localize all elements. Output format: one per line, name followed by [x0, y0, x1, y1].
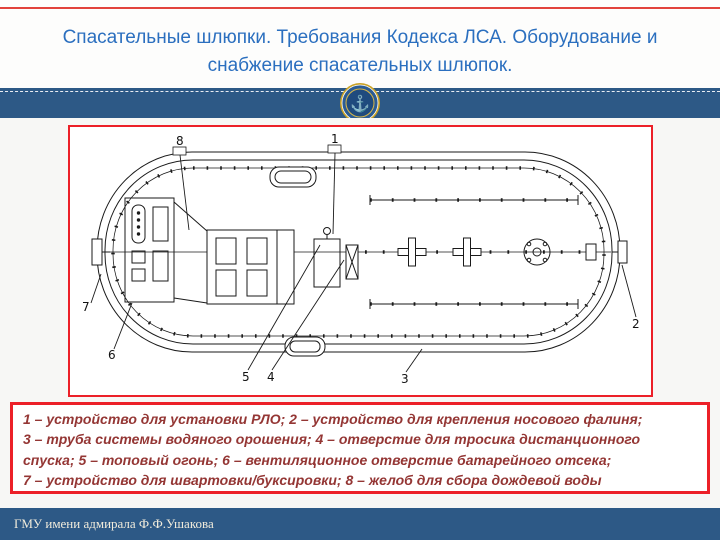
callout-4: 4 [267, 370, 275, 384]
side-benches [369, 195, 579, 309]
caption-line-2: 3 – труба системы водяного орошения; 4 –… [23, 431, 641, 448]
footer-bar: ГМУ имени адмирала Ф.Ф.Ушакова [0, 508, 720, 540]
thwart-crosses [397, 237, 482, 267]
callout-2: 2 [632, 317, 640, 331]
top-accent-line [0, 7, 720, 9]
slide-title-line2: снабжение спасательных шлюпок. [207, 54, 513, 76]
caption-line-1: 1 – устройство для установки РЛО; 2 – ус… [23, 411, 643, 427]
caption-line-4: 7 – устройство для швартовки/буксировки;… [23, 471, 602, 488]
slide-title-line1: Спасательные шлюпки. Требования Кодекса … [62, 27, 658, 48]
callout-5: 5 [242, 370, 250, 384]
lifeboat-diagram: 8 1 7 6 5 4 3 2 [82, 132, 640, 386]
callout-labels: 8 1 7 6 5 4 3 2 [82, 132, 640, 386]
seat-block [206, 229, 295, 305]
academy-emblem: ⚓ [340, 83, 380, 123]
callout-1: 1 [331, 132, 339, 146]
lifeboat-drawing [90, 144, 637, 373]
end-fittings [91, 238, 628, 266]
slide-title: Спасательные шлюпки. Требования Кодекса … [10, 24, 710, 79]
console [313, 227, 359, 288]
anchor-icon: ⚓ [350, 94, 370, 113]
callout-3: 3 [401, 372, 409, 386]
callout-6: 6 [108, 348, 116, 362]
callout-markers [172, 144, 342, 156]
caption-line-3: спуска; 5 – топовый огонь; 6 – вентиляци… [23, 451, 612, 468]
caption-box: 1 – устройство для установки РЛО; 2 – ус… [10, 402, 710, 494]
drawing-box: 8 1 7 6 5 4 3 2 [68, 125, 653, 397]
footer-text: ГМУ имени адмирала Ф.Ф.Ушакова [14, 516, 214, 531]
leader-lines [90, 152, 637, 373]
callout-8: 8 [176, 134, 184, 148]
hatches [269, 166, 326, 357]
battery-compartment [124, 197, 208, 304]
callout-7: 7 [82, 300, 90, 314]
compass [523, 238, 551, 266]
